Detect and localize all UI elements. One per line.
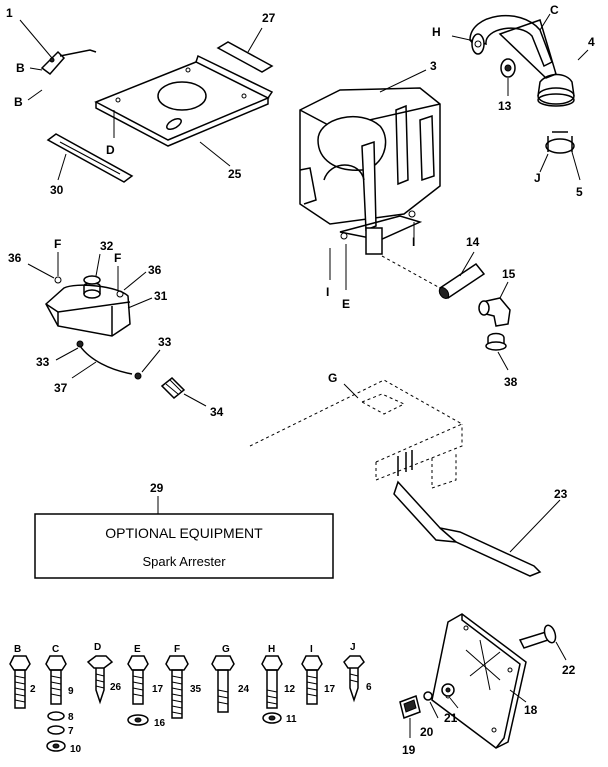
hardware-letter-j: J: [350, 642, 356, 653]
washer-10: 10: [70, 744, 82, 755]
letter-b-2: B: [14, 95, 23, 109]
hardware-num-24: 24: [238, 684, 250, 695]
callout-31: 31: [154, 289, 168, 303]
bolt-c-9: [45, 655, 67, 752]
part-20-washer: [423, 691, 439, 719]
hardware-num-2: 2: [30, 684, 36, 695]
washer-16: 16: [154, 718, 166, 729]
letter-b-1: B: [16, 61, 25, 75]
callout-13: 13: [498, 99, 512, 113]
hardware-letter-h: H: [268, 644, 275, 655]
letter-f-2: F: [114, 251, 121, 265]
part-15-elbow: [478, 281, 511, 327]
bolt-e-17: [127, 655, 149, 726]
letter-f-1: F: [54, 237, 61, 251]
part-19-clip: [399, 695, 421, 738]
callout-23: 23: [554, 487, 568, 501]
part-27-strip: [216, 27, 274, 73]
callout-4: 4: [588, 35, 595, 49]
callout-29: 29: [150, 481, 164, 495]
bolt-b-2: [9, 655, 31, 709]
letter-h: H: [432, 25, 441, 39]
hardware-num-26: 26: [110, 682, 122, 693]
hardware-num-12: 12: [284, 684, 296, 695]
frame-outline: [249, 379, 464, 489]
screw-d-26: [86, 655, 114, 705]
callout-15: 15: [502, 267, 516, 281]
callout-25: 25: [228, 167, 242, 181]
callout-18: 18: [524, 703, 538, 717]
letter-c: C: [550, 3, 559, 17]
callout-1: 1: [6, 6, 13, 20]
part-37-fuel-line: [55, 340, 161, 380]
callout-21: 21: [444, 711, 458, 725]
bolt-g-24: [211, 655, 235, 713]
letter-j: J: [534, 171, 541, 185]
callout-27: 27: [262, 11, 276, 25]
box-title: OPTIONAL EQUIPMENT: [105, 525, 263, 541]
letter-e: E: [342, 297, 350, 311]
callout-14: 14: [466, 235, 480, 249]
callout-5: 5: [576, 185, 583, 199]
part-21-washer: [441, 683, 459, 709]
part-1-cable-clamp: [19, 19, 97, 101]
callout-30: 30: [50, 183, 64, 197]
hardware-num-6: 6: [366, 682, 372, 693]
hardware-letter-i: I: [310, 644, 313, 655]
callout-38: 38: [504, 375, 518, 389]
hardware-letter-f: F: [174, 644, 180, 655]
hardware-num-17-e: 17: [152, 684, 164, 695]
part-38-cap: [485, 332, 509, 371]
callout-22: 22: [562, 663, 576, 677]
callout-33-a: 33: [36, 355, 50, 369]
part-5-clamp: [539, 131, 581, 181]
letter-i-1: I: [412, 235, 415, 249]
hardware-letter-b: B: [14, 644, 21, 655]
part-23-shield: [393, 480, 561, 577]
letter-d: D: [106, 143, 115, 157]
part-4-muffler-bracket: [451, 13, 589, 107]
part-30-strip: [46, 133, 134, 183]
washer-8: 8: [68, 712, 74, 723]
screw-j-6: [343, 655, 365, 703]
hardware-letter-e: E: [134, 644, 141, 655]
callout-19: 19: [402, 743, 416, 757]
washer-11: 11: [286, 714, 297, 725]
hardware-letter-c: C: [52, 644, 59, 655]
washer-7: 7: [68, 726, 74, 737]
hardware-letter-g: G: [222, 644, 230, 655]
bolt-i-17: [301, 655, 323, 705]
part-3-engine: [299, 69, 441, 255]
box-subtitle: Spark Arrester: [142, 554, 226, 569]
part-14-pipe: [438, 251, 486, 300]
part-31-fuel-tank: [45, 253, 153, 337]
callout-37: 37: [54, 381, 68, 395]
part-18-arrester-plate: [431, 613, 527, 749]
part-34-fuel-filter: [160, 376, 207, 407]
letter-i-2: I: [326, 285, 329, 299]
bolt-f-35: [165, 655, 189, 719]
callout-32: 32: [100, 239, 114, 253]
part-25-mounting-plate: [94, 54, 274, 167]
optional-equipment-box: [34, 496, 334, 579]
callout-34: 34: [210, 405, 224, 419]
callout-33-b: 33: [158, 335, 172, 349]
part-13-nut: [500, 58, 516, 96]
hardware-num-9: 9: [68, 686, 74, 697]
callout-36-b: 36: [148, 263, 162, 277]
callout-36-a: 36: [8, 251, 22, 265]
part-22-bolt: [518, 624, 567, 661]
callout-20: 20: [420, 725, 434, 739]
hardware-num-35: 35: [190, 684, 202, 695]
hardware-num-17-i: 17: [324, 684, 336, 695]
callout-3: 3: [430, 59, 437, 73]
bolt-h-12: [261, 655, 283, 724]
hardware-letter-d: D: [94, 642, 101, 653]
letter-g: G: [328, 371, 337, 385]
